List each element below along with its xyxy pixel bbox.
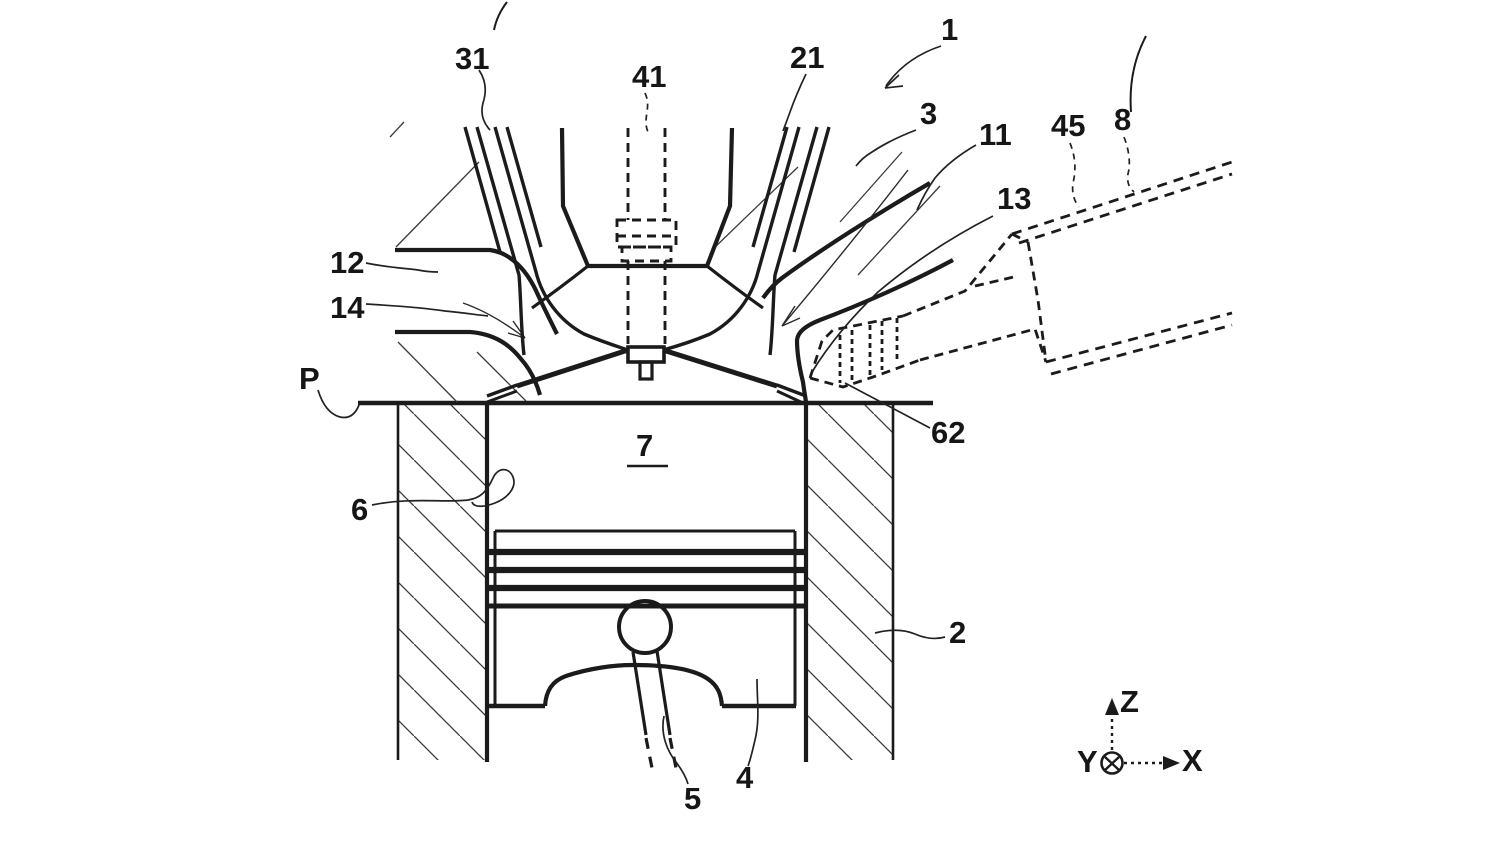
leader-62 (844, 382, 931, 429)
exhaust-valve (662, 126, 831, 389)
coordinate-axes (1100, 698, 1180, 775)
plug-well-left-wall (559, 127, 590, 267)
leader-11 (916, 144, 977, 211)
combustion-chamber-roof (486, 127, 807, 405)
head-outline-fragment (1129, 35, 1147, 113)
ref-label-13: 13 (997, 181, 1031, 216)
y-axis-into-page-icon (1100, 751, 1124, 775)
ref-label-41: 41 (632, 59, 666, 94)
y-axis-cross-icon (1104, 756, 1120, 771)
ref-label-4: 4 (736, 760, 754, 795)
piston (486, 529, 807, 709)
reference-numerals: 31 41 21 1 3 11 45 8 13 12 14 P 62 7 6 2… (299, 12, 1203, 816)
leader-3 (855, 129, 917, 167)
piston-pin (617, 599, 673, 655)
intake-valve-stem-right (493, 126, 629, 352)
ref-label-31: 31 (455, 41, 489, 76)
left-squish-upper (486, 383, 518, 398)
head-hatching (389, 121, 941, 403)
injector-body-bottom (919, 327, 1048, 363)
leader-6 (371, 468, 515, 508)
ref-label-62: 62 (931, 415, 965, 450)
leader-12 (365, 262, 439, 273)
ref-label-3: 3 (920, 96, 937, 131)
injector-body-top (902, 233, 1014, 318)
right-wall-hatching (806, 403, 893, 760)
leader-31 (478, 69, 491, 131)
axis-label-z: Z (1120, 684, 1139, 719)
ref-label-8: 8 (1114, 102, 1131, 137)
leader-p (317, 389, 360, 419)
ref-label-11: 11 (979, 117, 1012, 152)
right-squish-upper (776, 383, 807, 398)
x-axis-arrowhead (1163, 756, 1180, 770)
ref-label-45: 45 (1051, 108, 1085, 143)
ref-label-p: P (299, 361, 320, 396)
leader-21 (782, 73, 807, 132)
exhaust-valve-stem-right (768, 126, 819, 356)
plug-well-right-wall (705, 127, 735, 267)
fuel-pipe-upper-line1 (1011, 160, 1233, 236)
intake-valve-face (516, 347, 629, 389)
figure-number-arrow (884, 45, 942, 89)
injector-dashed (808, 232, 1048, 389)
piston-rings (486, 548, 807, 609)
piston-skirt-arch (542, 662, 725, 707)
left-squish-lower (486, 389, 518, 404)
connecting-rod (631, 650, 678, 769)
left-wall-hatching (398, 403, 487, 760)
injector-body-right (1026, 241, 1048, 363)
fuel-pipe-dashed (1011, 160, 1233, 376)
fuel-pipe-lower-line2 (1050, 323, 1233, 376)
exhaust-port (761, 181, 954, 403)
ref-label-21: 21 (790, 40, 824, 75)
intake-port (395, 247, 559, 396)
spark-plug-dashed (615, 128, 678, 344)
leader-45 (1069, 142, 1080, 208)
right-squish-lower (776, 389, 804, 405)
head-outline-fragment-left (493, 1, 508, 31)
intake-valve (463, 126, 629, 389)
axis-label-y: Y (1077, 744, 1098, 779)
exhaust-valve-guide-left (751, 126, 789, 248)
leader-lines (317, 69, 1135, 785)
cylinder-wall-left (396, 403, 490, 762)
ref-label-5: 5 (684, 781, 701, 816)
fuel-pipe-lower-line1 (1045, 311, 1233, 364)
exhaust-valve-face (662, 347, 778, 389)
leader-8 (1123, 136, 1135, 193)
ref-label-14: 14 (330, 290, 365, 325)
exhaust-flow-arrow (781, 169, 909, 327)
intake-valve-guide-left (463, 126, 502, 253)
injector-nozzle-top (808, 314, 904, 379)
leader-41 (644, 92, 649, 133)
exhaust-valve-stem-left (662, 126, 801, 352)
axis-label-x: X (1182, 743, 1203, 778)
injector-nozzle-bottom (809, 358, 921, 389)
leader-2 (874, 629, 946, 640)
ref-label-6: 6 (351, 492, 368, 527)
ref-label-12: 12 (330, 245, 364, 280)
exhaust-valve-guide-right (792, 126, 831, 253)
ref-label-2: 2 (949, 615, 966, 650)
ref-label-1: 1 (941, 12, 958, 47)
ref-label-7: 7 (636, 428, 653, 463)
z-axis-arrowhead (1105, 698, 1119, 715)
leader-5 (662, 715, 689, 785)
intake-valve-stem-left (475, 126, 526, 356)
leader-4 (747, 678, 759, 767)
cylinder-wall-right (803, 403, 895, 762)
fuel-pipe-upper-line2 (1018, 172, 1233, 245)
leader-14 (365, 303, 489, 317)
spark-plug-tip (626, 345, 666, 381)
intake-valve-guide-right (505, 126, 543, 248)
leader-13 (811, 215, 994, 373)
